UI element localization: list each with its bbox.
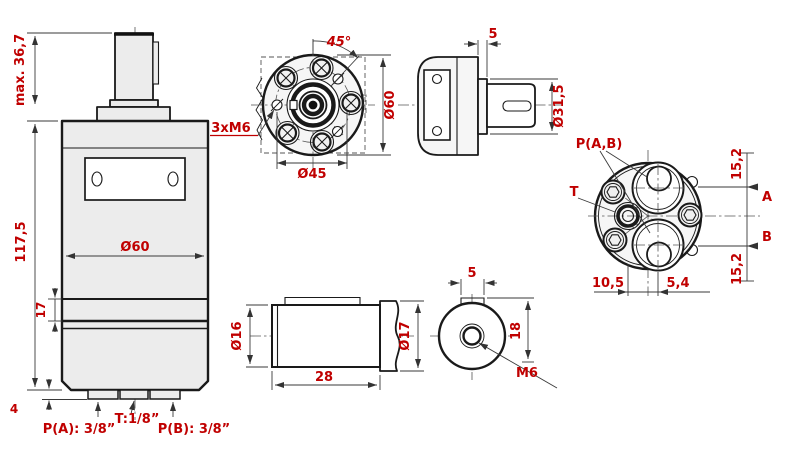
broken-edge <box>255 77 264 141</box>
port-boss-a <box>87 389 119 400</box>
dim-offset-top: 15,2 <box>730 148 745 180</box>
dim-base-offset: 4 <box>10 402 18 416</box>
front-face-view: 45° Ø60 Ø45 3xM6 <box>210 35 398 182</box>
rear-port-a <box>631 161 685 215</box>
dim-face-outer-diameter: Ø60 <box>383 90 398 119</box>
thread-outer <box>459 323 485 349</box>
m6-holes <box>270 72 345 138</box>
rear-port-t <box>613 201 643 231</box>
port-boss-t <box>119 389 149 400</box>
label-port-a-arrow: A <box>762 190 772 205</box>
dim-key-width: 5 <box>467 266 476 281</box>
label-port-t: T:1/8” <box>115 412 160 427</box>
side-shaft <box>486 83 536 128</box>
shaft-detail-view: Ø16 Ø17 28 <box>230 296 424 390</box>
dim-collar-width: 5 <box>488 27 497 42</box>
rear-hex-screws <box>600 179 703 253</box>
side-keyway <box>502 100 532 112</box>
dim-shaft-length: 28 <box>315 370 333 385</box>
label-mount-holes: 3xM6 <box>211 121 250 136</box>
thread-hole <box>462 326 482 346</box>
dim-bolt-circle: Ø45 <box>297 167 326 182</box>
front-face-dimensions: 45° Ø60 Ø45 3xM6 <box>210 35 398 182</box>
shaft-end-dimensions: 5 18 M6 <box>448 266 558 389</box>
rear-port-b <box>631 218 685 272</box>
dim-collar-diameter2: Ø17 <box>398 321 413 350</box>
label-thread: M6 <box>516 366 538 381</box>
output-shaft <box>114 32 154 101</box>
rear-view-dimensions: P(A,B) T 15,2 15,2 A B 10,5 5,4 <box>570 137 772 296</box>
shaft-cylinder <box>271 304 381 368</box>
shaft-end-view: 5 18 M6 <box>430 266 558 389</box>
label-ports-ab: P(A,B) <box>576 137 623 152</box>
dim-tank-offset: 10,5 <box>592 276 624 291</box>
shaft-key-profile <box>284 296 361 305</box>
rear-port-view: P(A,B) T 15,2 15,2 A B 10,5 5,4 <box>570 137 772 296</box>
name-plate-hole-right <box>167 171 179 187</box>
dim-bolt-angle: 45° <box>326 35 352 50</box>
dim-offset-bottom: 15,2 <box>730 253 745 285</box>
dim-key-height: 18 <box>509 322 524 340</box>
shaft-step <box>109 99 159 108</box>
keyway-mark <box>289 99 298 111</box>
dim-body-height: 117,5 <box>14 221 29 262</box>
side-view-dimensions: 5 Ø31,5 <box>464 27 567 135</box>
name-plate-hole-left <box>91 171 103 187</box>
port-boss-b <box>149 389 181 400</box>
label-port-a: P(A): 3/8” <box>43 422 116 437</box>
side-view: 5 Ø31,5 <box>398 27 567 156</box>
label-port-b: P(B): 3/8” <box>158 422 230 437</box>
mounting-flange <box>96 106 171 122</box>
shaft-detail-dimensions: Ø16 Ø17 28 <box>230 300 424 390</box>
front-elevation-dimensions: max. 36,7 117,5 Ø60 17 4 P(A): 3/8” T:1/… <box>10 32 230 437</box>
shaft-center <box>308 100 318 110</box>
dim-port-offset: 5,4 <box>666 276 689 291</box>
label-tank: T <box>570 185 579 200</box>
front-elevation-view: max. 36,7 117,5 Ø60 17 4 P(A): 3/8” T:1/… <box>10 27 230 437</box>
dim-shaft-diameter: Ø16 <box>230 321 245 350</box>
dim-max-shaft-height: max. 36,7 <box>13 34 28 106</box>
dim-groove-spacing: 17 <box>34 302 48 319</box>
shaft-collar-break <box>379 300 401 372</box>
bolt-screws <box>273 55 364 155</box>
collar-step <box>477 78 488 135</box>
shaft-key <box>152 41 160 85</box>
key-tab <box>460 297 485 305</box>
label-port-b-arrow: B <box>762 230 772 245</box>
dim-body-diameter: Ø60 <box>120 240 149 255</box>
dim-collar-diameter: Ø31,5 <box>552 84 567 127</box>
